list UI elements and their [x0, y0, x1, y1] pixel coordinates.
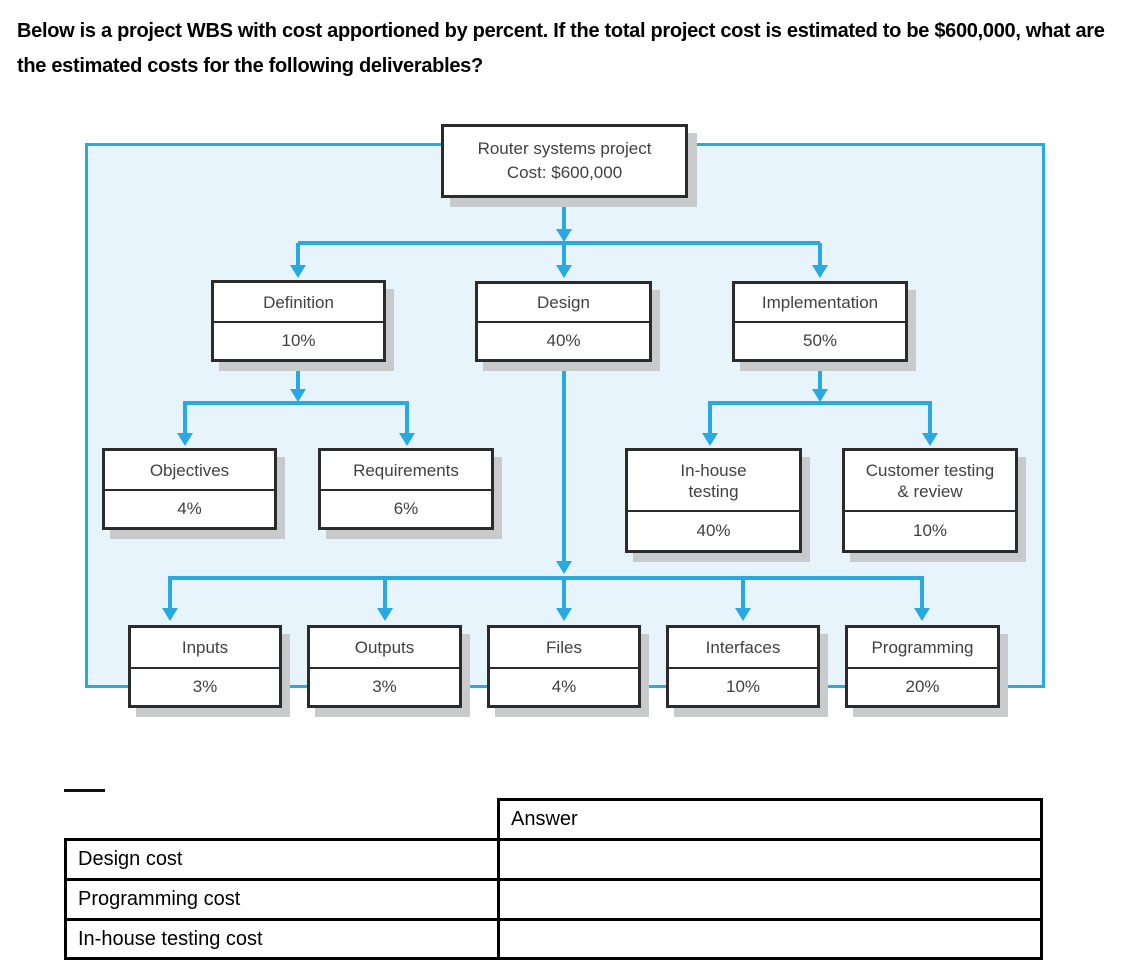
- wbs-node-customer-testing-label: Customer testing & review: [845, 451, 1015, 512]
- wbs-node-requirements: Requirements 6%: [318, 448, 494, 530]
- table-row-label-design-cost: Design cost: [78, 848, 183, 870]
- table-row-label-programming-cost: Programming cost: [78, 888, 241, 910]
- wbs-node-objectives-pct: 4%: [177, 499, 202, 518]
- wbs-node-inhouse-testing-label: In-house testing: [628, 451, 799, 512]
- wbs-node-design-label: Design: [478, 284, 649, 323]
- wbs-node-requirements-label: Requirements: [321, 451, 491, 491]
- answer-cell-design-cost[interactable]: [500, 841, 1040, 878]
- wbs-node-design: Design 40%: [475, 281, 652, 362]
- wbs-node-programming-pct: 20%: [905, 677, 940, 696]
- wbs-node-inputs: Inputs 3%: [128, 625, 282, 708]
- wbs-node-implementation-label: Implementation: [735, 284, 905, 323]
- wbs-node-interfaces: Interfaces 10%: [666, 625, 820, 708]
- wbs-node-programming: Programming 20%: [845, 625, 1000, 708]
- answer-table-header: Answer: [511, 808, 578, 830]
- wbs-node-inhouse-testing: In-house testing 40%: [625, 448, 802, 553]
- wbs-node-interfaces-pct: 10%: [725, 677, 761, 696]
- wbs-node-definition: Definition 10%: [211, 280, 386, 362]
- question-text: Below is a project WBS with cost apporti…: [17, 20, 1105, 77]
- wbs-node-files-pct: 4%: [551, 677, 577, 696]
- wbs-node-outputs-pct: 3%: [372, 677, 397, 696]
- wbs-node-design-pct: 40%: [546, 331, 581, 350]
- wbs-node-objectives: Objectives 4%: [102, 448, 277, 530]
- wbs-node-definition-pct: 10%: [281, 331, 316, 350]
- answer-cell-programming-cost[interactable]: [500, 881, 1040, 918]
- wbs-node-objectives-label: Objectives: [105, 451, 274, 491]
- wbs-node-files-label: Files: [490, 628, 638, 669]
- wbs-node-inputs-label: Inputs: [131, 628, 279, 669]
- wbs-node-implementation: Implementation 50%: [732, 281, 908, 362]
- wbs-node-inhouse-testing-pct: 40%: [696, 521, 731, 540]
- table-row-label-inhouse-testing-cost: In-house testing cost: [78, 928, 263, 950]
- wbs-node-outputs: Outputs 3%: [307, 625, 462, 708]
- wbs-node-programming-label: Programming: [848, 628, 997, 669]
- wbs-node-root: Router systems project Cost: $600,000: [441, 124, 688, 198]
- wbs-node-files: Files 4%: [487, 625, 641, 708]
- wbs-node-root-cost: Cost: $600,000: [506, 163, 623, 182]
- wbs-node-customer-testing: Customer testing & review 10%: [842, 448, 1018, 553]
- answer-cell-inhouse-testing-cost[interactable]: [500, 921, 1040, 957]
- wbs-node-customer-testing-pct: 10%: [912, 521, 948, 540]
- wbs-node-implementation-pct: 50%: [802, 331, 838, 350]
- wbs-node-root-title: Router systems project: [477, 139, 652, 158]
- wbs-node-requirements-pct: 6%: [393, 499, 419, 518]
- dash-mark: [64, 789, 105, 792]
- wbs-node-inputs-pct: 3%: [192, 677, 218, 696]
- wbs-node-definition-label: Definition: [214, 283, 383, 323]
- wbs-node-interfaces-label: Interfaces: [669, 628, 817, 669]
- wbs-node-outputs-label: Outputs: [310, 628, 459, 669]
